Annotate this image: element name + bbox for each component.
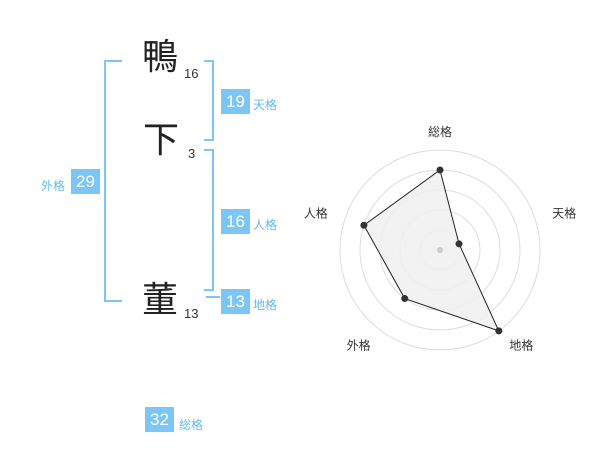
gaikaku-label: 外格 [41, 179, 66, 193]
radar-point-2 [455, 240, 463, 248]
chikaku-bracket [206, 296, 220, 298]
jinkaku-value: 16 [221, 209, 250, 234]
tenkaku-value: 19 [221, 89, 250, 114]
stroke-count-1: 16 [184, 66, 199, 81]
radar-point-1 [436, 166, 444, 174]
gaikaku-bracket [104, 60, 122, 302]
chikaku-value: 13 [221, 289, 250, 314]
radar-point-5 [360, 221, 368, 229]
soukaku-value: 32 [145, 407, 174, 432]
tenkaku-label: 天格 [253, 98, 278, 112]
radar-axis-label-1: 総格 [428, 124, 452, 139]
chikaku-label: 地格 [253, 298, 278, 312]
stroke-count-2: 3 [188, 146, 196, 161]
radar-axis-label-5: 人格 [304, 206, 328, 221]
name-char-2: 下 [143, 120, 180, 161]
gaikaku-value: 29 [71, 169, 100, 194]
radar-center-dot [437, 247, 443, 253]
tenkaku-bracket [204, 60, 214, 141]
name-char-1: 鴨 [142, 37, 179, 78]
soukaku-label: 総格 [179, 418, 204, 432]
radar-axis-label-4: 外格 [347, 337, 371, 352]
radar-grid-ring-5 [339, 149, 541, 351]
radar-axis-label-2: 天格 [552, 206, 576, 221]
jinkaku-bracket [204, 149, 214, 291]
radar-data-polygon [363, 169, 500, 332]
name-char-3: 董 [142, 280, 179, 321]
radar-axis-label-3: 地格 [509, 337, 533, 352]
radar-point-3 [495, 327, 503, 335]
jinkaku-label: 人格 [253, 218, 278, 232]
radar-point-4 [401, 295, 409, 303]
stroke-count-3: 13 [184, 306, 199, 321]
